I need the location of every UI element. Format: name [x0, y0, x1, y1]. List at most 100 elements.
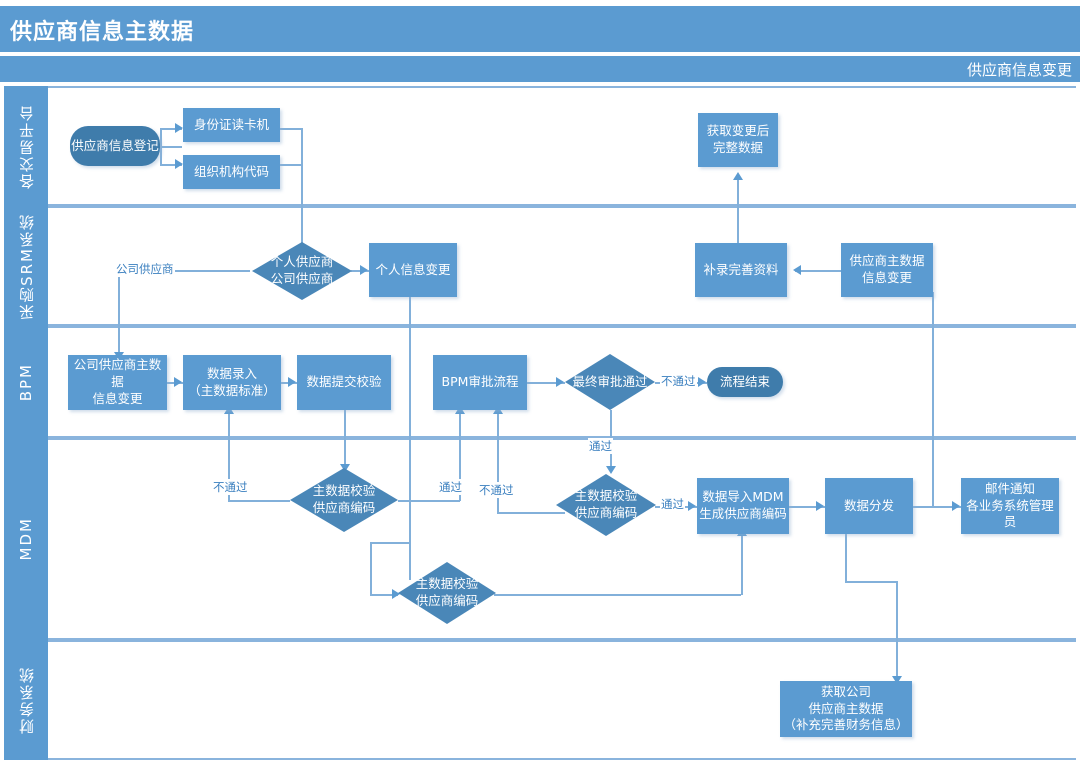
- node-master-check-2-label: 主数据校验供应商编码: [574, 488, 638, 520]
- edge-label-not-pass-final: 不通过: [660, 373, 697, 389]
- arrow-check1-fail-up: [224, 406, 234, 414]
- node-person-or-company-label: 个人供应商公司供应商: [270, 254, 334, 286]
- lane-label-platform: 各交易平台: [4, 86, 48, 206]
- edge-bpm-to-final: [527, 382, 565, 384]
- lane-label-srm: 采购SRM系统: [4, 206, 48, 326]
- node-final-approval-decision[interactable]: 最终审批通过: [565, 354, 655, 410]
- edge-supplement-up: [737, 178, 739, 248]
- page-subtitle: 供应商信息变更: [966, 61, 1072, 79]
- edge-submit-down: [344, 410, 346, 468]
- edge-idcard-right: [280, 128, 302, 130]
- edge-check2-fail-up: [497, 412, 499, 513]
- edge-label-not-pass-mdm-left: 不通过: [212, 479, 249, 495]
- node-final-approval-label: 最终审批通过: [572, 373, 648, 389]
- edge-check2-fail-left: [497, 512, 565, 514]
- node-person-info-change[interactable]: 个人信息变更: [369, 243, 457, 297]
- lane-label-mdm: MDM: [4, 438, 48, 640]
- node-master-check-3-label: 主数据校验供应商编码: [415, 576, 479, 608]
- arrow-to-idcard: [175, 123, 183, 133]
- arrow-supplement-up: [733, 172, 743, 180]
- lane-label-bpm-text: BPM: [17, 362, 35, 402]
- node-data-entry[interactable]: 数据录入（主数据标准）: [183, 355, 281, 410]
- lane-label-finance-text: 财务系统: [17, 666, 36, 734]
- arrow-check1-pass-up: [455, 406, 465, 414]
- edge-check3-up: [741, 534, 743, 595]
- edge-company-supplier-down: [118, 270, 120, 356]
- edge-check3-right: [494, 594, 741, 596]
- arrow-distribute-to-email: [952, 501, 960, 511]
- node-master-check-3[interactable]: 主数据校验供应商编码: [398, 562, 496, 624]
- edge-orgcode-right: [280, 164, 302, 166]
- node-master-check-1-label: 主数据校验供应商编码: [312, 483, 376, 515]
- node-master-check-1[interactable]: 主数据校验供应商编码: [290, 468, 398, 532]
- edge-distribute-down: [845, 534, 847, 582]
- lane-body-mdm: [48, 438, 1076, 640]
- edge-company-supplier-left: [118, 270, 250, 272]
- node-data-distribute[interactable]: 数据分发: [825, 478, 913, 534]
- edge-label-pass-bpm: 通过: [588, 438, 613, 454]
- lane-label-finance: 财务系统: [4, 640, 48, 760]
- node-id-card-reader[interactable]: 身份证读卡机: [183, 108, 280, 142]
- edge-to-supplier-master-change-up: [932, 292, 934, 506]
- lane-label-bpm: BPM: [4, 326, 48, 438]
- edge-distribute-to-email: [913, 506, 961, 508]
- node-finance-get[interactable]: 获取公司供应商主数据（补充完善财务信息）: [780, 681, 912, 737]
- lane-label-mdm-text: MDM: [17, 517, 35, 561]
- arrow-final-pass-down: [606, 466, 616, 474]
- edge-label-pass-mdm-left: 通过: [438, 479, 463, 495]
- edge-person-change-jog-down: [370, 542, 372, 595]
- arrow-decision-to-person: [360, 265, 368, 275]
- swimlane-finance: 财务系统: [0, 640, 1080, 760]
- edge-person-change-jog: [370, 542, 410, 544]
- node-supplement-data[interactable]: 补录完善资料: [695, 243, 787, 297]
- edge-register-vertical: [160, 128, 162, 164]
- node-person-or-company-decision[interactable]: 个人供应商公司供应商: [252, 242, 352, 300]
- node-process-end[interactable]: 流程结束: [707, 367, 783, 397]
- edge-import-to-distribute: [789, 506, 825, 508]
- edge-check1-fail-left: [228, 500, 290, 502]
- arrow-masterchange-to-supplement: [793, 265, 801, 275]
- arrow-bpm-to-final: [556, 377, 564, 387]
- edge-register-to-orgcode: [160, 164, 182, 166]
- node-company-supplier-master-change[interactable]: 公司供应商主数据信息变更: [68, 355, 167, 410]
- edge-masterchange-to-supplement: [795, 270, 841, 272]
- edge-label-company-supplier: 公司供应商: [115, 261, 175, 277]
- arrow-check2-to-import: [688, 501, 696, 511]
- arrow-check2-fail-up: [493, 406, 503, 414]
- arrow-companychange-to-entry: [174, 377, 182, 387]
- edge-person-change-down: [409, 297, 411, 580]
- edge-distribute-down-jog: [845, 581, 897, 583]
- node-email-notify[interactable]: 邮件通知各业务系统管理员: [961, 478, 1059, 534]
- page-title: 供应商信息主数据: [10, 20, 195, 45]
- node-supplier-master-change[interactable]: 供应商主数据信息变更: [841, 243, 933, 297]
- node-get-changed-full-data[interactable]: 获取变更后完整数据: [698, 113, 778, 167]
- arrow-to-orgcode: [175, 159, 183, 169]
- lane-body-finance: [48, 640, 1076, 760]
- arrow-to-master-check-3: [392, 589, 400, 599]
- lane-label-platform-text: 各交易平台: [17, 103, 36, 189]
- node-bpm-approval[interactable]: BPM审批流程: [433, 355, 527, 410]
- edge-check1-pass-right: [398, 500, 460, 502]
- edge-to-finance-down: [896, 581, 898, 681]
- arrow-to-finance: [892, 676, 902, 684]
- node-master-check-2[interactable]: 主数据校验供应商编码: [556, 474, 656, 536]
- edge-register-to-idcard: [160, 128, 182, 130]
- edge-down-to-decision: [301, 128, 303, 250]
- arrow-import-to-distribute: [816, 501, 824, 511]
- edge-label-not-pass-mdm-mid: 不通过: [478, 482, 515, 498]
- swimlane-mdm: MDM: [0, 438, 1080, 640]
- lane-label-srm-text: 采购SRM系统: [17, 212, 36, 320]
- edge-register-split: [160, 146, 182, 148]
- title-bar: 供应商信息主数据: [0, 6, 1080, 52]
- node-org-code[interactable]: 组织机构代码: [183, 155, 280, 189]
- arrow-final-fail: [698, 377, 706, 387]
- edge-to-master-check-3: [370, 594, 398, 596]
- subtitle-bar: 供应商信息变更: [0, 56, 1080, 82]
- edge-check1-fail-up: [228, 412, 230, 501]
- edge-check1-pass-up: [459, 412, 461, 501]
- node-supplier-register[interactable]: 供应商信息登记: [70, 126, 160, 166]
- node-data-submit-check[interactable]: 数据提交校验: [297, 355, 391, 410]
- arrow-submit-down: [340, 464, 350, 472]
